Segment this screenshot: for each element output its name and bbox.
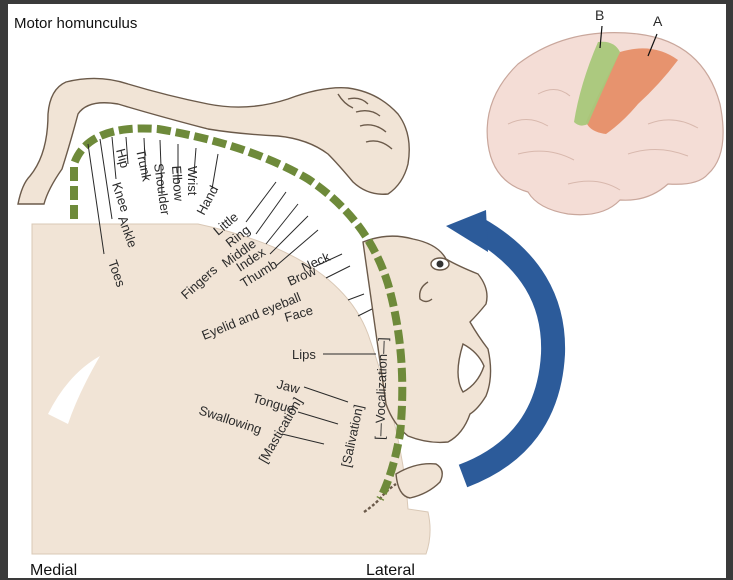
label-lips: Lips bbox=[292, 347, 316, 362]
label-hip: Hip bbox=[113, 147, 133, 170]
brain-label-a: A bbox=[653, 13, 663, 29]
brain-inset: B A bbox=[487, 7, 723, 215]
homunculus-diagram: Motor homunculus bbox=[8, 4, 726, 578]
label-medial: Medial bbox=[30, 562, 77, 578]
label-knee: Knee bbox=[109, 180, 133, 214]
title: Motor homunculus bbox=[14, 15, 137, 32]
label-wrist: Wrist bbox=[185, 166, 200, 196]
brain-label-b: B bbox=[595, 7, 604, 23]
figure-canvas: Motor homunculus bbox=[8, 4, 726, 578]
label-lateral: Lateral bbox=[366, 562, 415, 578]
label-elbow: Elbow bbox=[169, 165, 186, 202]
